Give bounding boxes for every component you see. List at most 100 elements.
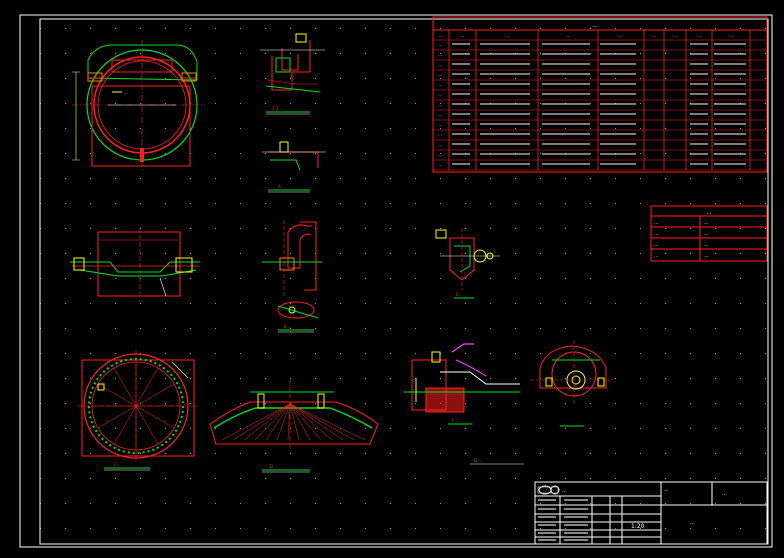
grid-dot (765, 278, 766, 279)
grid-dot (515, 378, 516, 379)
grid-dot (590, 228, 591, 229)
grid-dot (765, 78, 766, 79)
grid-dot (740, 353, 741, 354)
grid-dot (540, 428, 541, 429)
grid-dot (140, 303, 141, 304)
grid-dot (265, 78, 266, 79)
grid-dot (440, 103, 441, 104)
grid-dot (215, 278, 216, 279)
grid-dot (165, 78, 166, 79)
grid-dot (765, 228, 766, 229)
view-pipe-elbow: B ... (262, 220, 322, 333)
grid-dot (390, 403, 391, 404)
table-row-index: ... (438, 122, 442, 127)
grid-dot (415, 403, 416, 404)
grid-dot (640, 178, 641, 179)
grid-dot (440, 278, 441, 279)
grid-dot (165, 353, 166, 354)
grid-dot (665, 478, 666, 479)
grid-dot (365, 103, 366, 104)
grid-dot (490, 378, 491, 379)
grid-dot (115, 28, 116, 29)
view-detail-d: F ... G ... (404, 343, 524, 465)
grid-dot (190, 478, 191, 479)
grid-dot (65, 28, 66, 29)
table-header-cell: ... (652, 33, 656, 38)
grid-dot (465, 28, 466, 29)
grid-dot (340, 528, 341, 529)
grid-dot (340, 228, 341, 229)
grid-dot (590, 403, 591, 404)
grid-dot (265, 503, 266, 504)
grid-dot (90, 528, 91, 529)
company-name: ... (562, 488, 567, 494)
grid-dot (290, 353, 291, 354)
grid-dot (640, 453, 641, 454)
fan-line (254, 403, 291, 441)
grid-dot (190, 403, 191, 404)
grid-dot (265, 353, 266, 354)
grid-dot (515, 503, 516, 504)
grid-dot (415, 353, 416, 354)
grid-dot (165, 228, 166, 229)
grid-dot (115, 403, 116, 404)
grid-dot (190, 328, 191, 329)
grid-dot (390, 428, 391, 429)
grid-dot (265, 153, 266, 154)
grid-dot (640, 253, 641, 254)
grid-dot (740, 453, 741, 454)
grid-dot (490, 428, 491, 429)
grid-dot (690, 278, 691, 279)
grid-dot (715, 228, 716, 229)
grid-dot (515, 278, 516, 279)
table-header-cell: ... (566, 33, 570, 38)
grid-dot (715, 428, 716, 429)
grid-dot (65, 53, 66, 54)
grid-dot (115, 303, 116, 304)
grid-dot (740, 403, 741, 404)
grid-dot (740, 503, 741, 504)
grid-dot (365, 428, 366, 429)
grid-dot (690, 478, 691, 479)
grid-dot (415, 28, 416, 29)
grid-dot (315, 503, 316, 504)
grid-dot (565, 253, 566, 254)
grid-dot (115, 53, 116, 54)
grid-dot (565, 228, 566, 229)
grid-dot (290, 153, 291, 154)
grid-dot (315, 428, 316, 429)
table-row-index: ... (438, 112, 442, 117)
grid-dot (665, 403, 666, 404)
view-label: E ... (456, 292, 464, 297)
view-fan-section: D ... (209, 380, 379, 473)
fan-line (265, 403, 291, 441)
grid-dot (715, 128, 716, 129)
grid-dot (315, 303, 316, 304)
fan-line (287, 403, 291, 441)
grid-dot (290, 53, 291, 54)
grid-dot (590, 503, 591, 504)
grid-dot (665, 353, 666, 354)
grid-dot (390, 228, 391, 229)
grid-dot (740, 228, 741, 229)
ring-spoke (135, 367, 159, 407)
grid-dot (290, 103, 291, 104)
grid-dot (90, 378, 91, 379)
grid-dot (315, 453, 316, 454)
grid-dot (490, 503, 491, 504)
grid-dot (265, 478, 266, 479)
grid-dot (765, 103, 766, 104)
grid-dot (415, 278, 416, 279)
grid-dot (765, 453, 766, 454)
table-header-cell: ... (439, 33, 443, 38)
grid-dot (140, 28, 141, 29)
grid-dot (390, 478, 391, 479)
grid-dot (515, 303, 516, 304)
grid-dot (240, 128, 241, 129)
grid-dot (365, 53, 366, 54)
grid-dot (215, 528, 216, 529)
grid-dot (615, 328, 616, 329)
grid-dot (465, 278, 466, 279)
grid-dot (765, 478, 766, 479)
grid-dot (740, 528, 741, 529)
